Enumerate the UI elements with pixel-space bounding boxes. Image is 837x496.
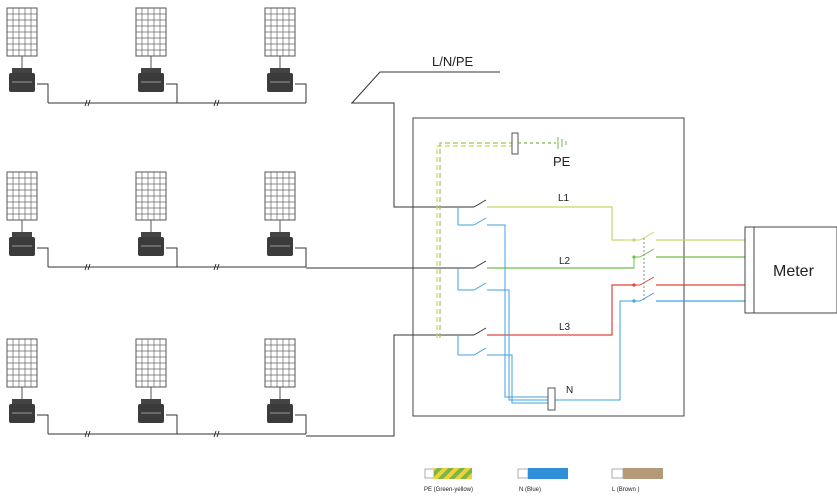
inverter-lead bbox=[166, 83, 178, 103]
cable-break-mark bbox=[216, 99, 220, 107]
breaker-row1-line bbox=[473, 199, 487, 208]
feed-lines bbox=[306, 102, 458, 437]
legend: PE (Green-yellow) N (Blue) L (Brown ) bbox=[424, 468, 663, 493]
microinverter bbox=[138, 232, 164, 256]
cable-break-mark bbox=[213, 430, 217, 438]
pv-unit bbox=[6, 171, 49, 267]
solar-panel bbox=[135, 7, 167, 57]
cable-break-mark bbox=[87, 99, 91, 107]
pv-unit bbox=[135, 338, 178, 434]
legend-label-n: N (Blue) bbox=[519, 487, 541, 493]
solar-panel bbox=[264, 7, 296, 57]
bus-leader-line bbox=[351, 71, 500, 104]
cable-break-mark bbox=[213, 99, 217, 107]
solar-panel bbox=[6, 338, 38, 388]
pe-line-yellow bbox=[436, 145, 512, 338]
cable-break-mark bbox=[84, 263, 88, 271]
pv-unit bbox=[264, 171, 307, 267]
inverter-lead bbox=[166, 414, 178, 434]
distribution-box bbox=[412, 117, 685, 417]
pe-conductor: PE bbox=[436, 132, 571, 338]
breaker-row3-neutral bbox=[473, 347, 487, 356]
microinverter bbox=[9, 399, 35, 423]
microinverter bbox=[267, 399, 293, 423]
solar-panel bbox=[264, 338, 296, 388]
solar-panel bbox=[6, 7, 38, 57]
solar-panel bbox=[264, 171, 296, 221]
neutral-bus: N bbox=[487, 224, 636, 411]
solar-panel bbox=[6, 171, 38, 221]
neutral-label: N bbox=[566, 385, 573, 396]
pv-unit bbox=[264, 338, 307, 434]
cable-break-mark bbox=[213, 263, 217, 271]
neutral-to-meter-line bbox=[555, 300, 636, 401]
feed-line-row3 bbox=[306, 334, 458, 437]
solar-panel bbox=[135, 171, 167, 221]
microinverter bbox=[267, 232, 293, 256]
phase-l1-line bbox=[487, 206, 624, 241]
bus-label: L/N/PE bbox=[432, 54, 474, 69]
pe-label: PE bbox=[553, 154, 571, 169]
breaker-row1-neutral bbox=[473, 217, 487, 226]
inverter-lead bbox=[37, 83, 49, 103]
phase-l1-label: L1 bbox=[558, 193, 570, 204]
main-switch bbox=[624, 231, 655, 303]
meter: Meter bbox=[744, 226, 837, 314]
pv-unit bbox=[135, 7, 178, 103]
inverter-lead bbox=[166, 247, 178, 267]
pv-unit bbox=[135, 171, 178, 267]
cable-break-mark bbox=[216, 430, 220, 438]
pe-terminal bbox=[511, 132, 519, 155]
ac-trunk-cables bbox=[48, 99, 306, 438]
pv-unit bbox=[264, 7, 307, 103]
microinverter bbox=[138, 399, 164, 423]
bus-callout: L/N/PE bbox=[351, 54, 500, 104]
cable-break-mark bbox=[84, 430, 88, 438]
solar-panel bbox=[135, 338, 167, 388]
legend-swatch-n bbox=[528, 468, 568, 479]
phase-l2-label: L2 bbox=[559, 256, 571, 267]
inverter-lead bbox=[37, 414, 49, 434]
microinverter bbox=[9, 232, 35, 256]
cable-break-mark bbox=[87, 430, 91, 438]
cable-break-mark bbox=[216, 263, 220, 271]
feed-line-row1 bbox=[351, 102, 458, 208]
microinverter bbox=[138, 68, 164, 92]
inverter-lead bbox=[295, 247, 307, 267]
input-breakers bbox=[457, 199, 487, 356]
breaker-row2-neutral bbox=[473, 282, 487, 291]
pv-arrays bbox=[6, 7, 307, 434]
cable-break-mark bbox=[87, 263, 91, 271]
phase-lines: L1 L2 L3 bbox=[487, 193, 634, 336]
pe-line-green bbox=[439, 142, 512, 338]
pv-unit bbox=[6, 7, 49, 103]
legend-item-pe: PE (Green-yellow) bbox=[424, 468, 473, 493]
inverter-lead bbox=[295, 83, 307, 103]
legend-swatch-pe bbox=[434, 468, 472, 479]
breaker-row3-line bbox=[473, 327, 487, 336]
meter-feed-lines bbox=[656, 239, 745, 302]
legend-item-n: N (Blue) bbox=[517, 468, 568, 493]
pv-unit bbox=[6, 338, 49, 434]
legend-swatch-l bbox=[623, 468, 663, 479]
neutral-terminal bbox=[547, 387, 556, 411]
breaker-row2-line bbox=[473, 260, 487, 269]
microinverter bbox=[267, 68, 293, 92]
phase-l3-label: L3 bbox=[559, 322, 571, 333]
meter-box bbox=[744, 226, 837, 314]
inverter-lead bbox=[295, 414, 307, 434]
cable-break-mark bbox=[84, 99, 88, 107]
legend-label-pe: PE (Green-yellow) bbox=[424, 487, 473, 493]
legend-item-l: L (Brown ) bbox=[611, 468, 663, 493]
meter-label: Meter bbox=[773, 263, 815, 280]
legend-label-l: L (Brown ) bbox=[612, 487, 639, 493]
inverter-lead bbox=[37, 247, 49, 267]
microinverter bbox=[9, 68, 35, 92]
phase-l3-line bbox=[487, 284, 634, 336]
